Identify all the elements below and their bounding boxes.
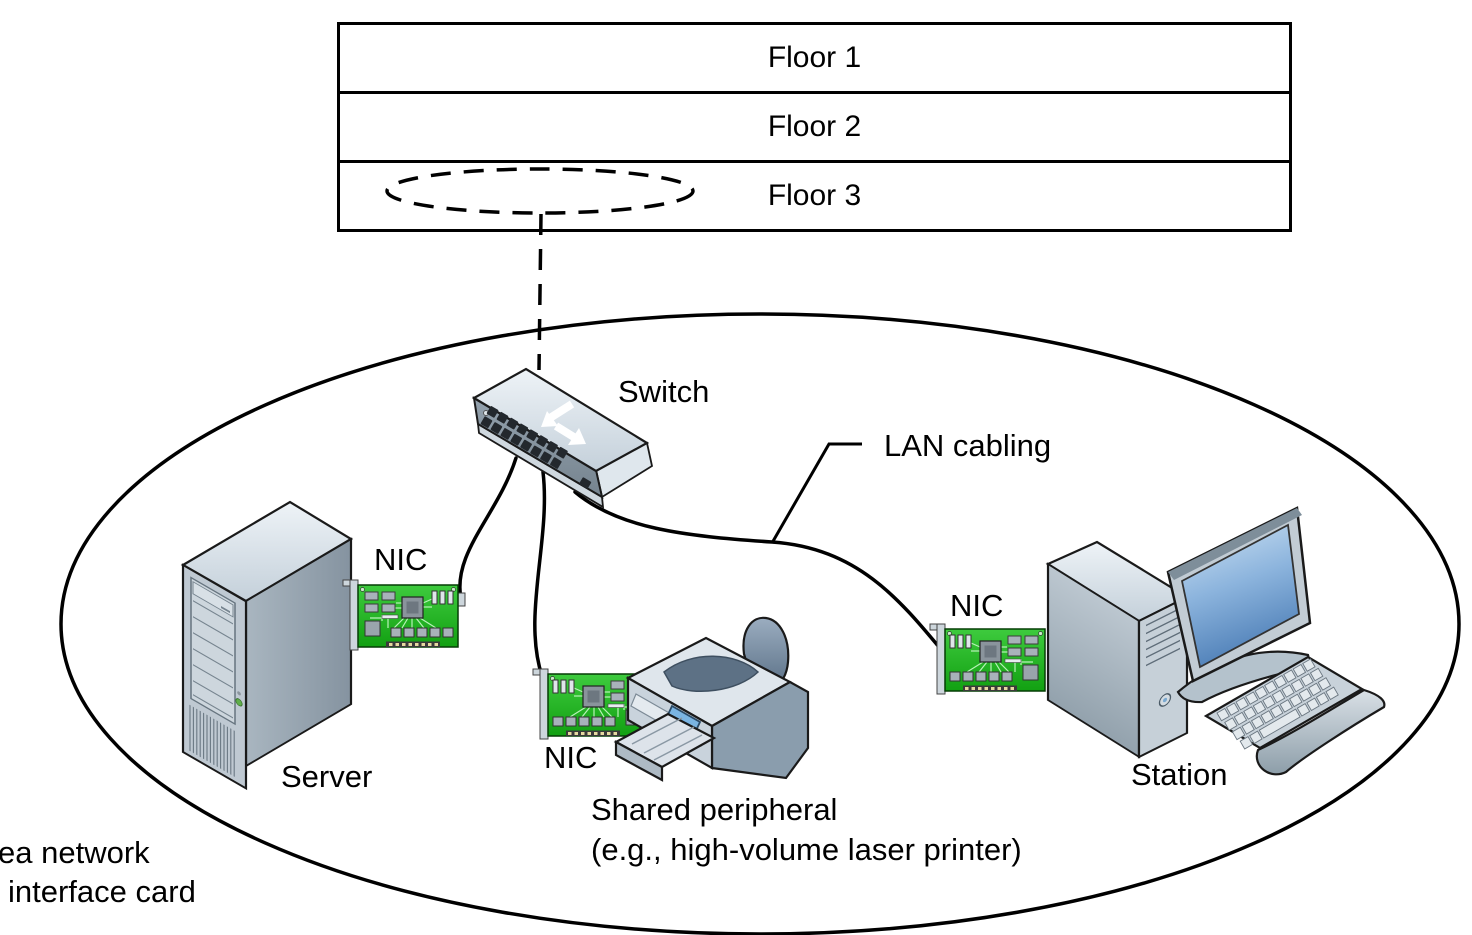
- switch-arrows-icon: [541, 400, 586, 445]
- monitor-screen: [1180, 523, 1300, 669]
- keyboard-illustration: [1203, 655, 1386, 776]
- lan-boundary-ellipse: [59, 312, 1461, 935]
- switch-illustration: [471, 367, 654, 509]
- floor-1-row: Floor 1: [340, 25, 1289, 94]
- legend-line1: ea network: [0, 835, 150, 870]
- station-nic-card: [929, 623, 1046, 695]
- server-label: Server: [281, 759, 373, 794]
- station-tower-illustration: [1045, 540, 1190, 759]
- floor-2-row: Floor 2: [340, 94, 1289, 163]
- monitor-illustration: [1166, 506, 1312, 704]
- peripheral-label-line1: Shared peripheral: [591, 792, 838, 827]
- lan-cabling-callout-line: [770, 442, 862, 544]
- peripheral-nic-label: NIC: [544, 740, 598, 775]
- printer-illustration: [613, 616, 810, 782]
- floor-1-label: Floor 1: [767, 41, 862, 74]
- station-label: Station: [1131, 757, 1228, 792]
- floor-3-row: Floor 3: [340, 163, 1289, 229]
- floor-2-label: Floor 2: [767, 110, 862, 143]
- legend-line2: interface card: [8, 874, 196, 909]
- switch-label: Switch: [618, 374, 710, 409]
- lan-cabling-label: LAN cabling: [884, 428, 1052, 463]
- peripheral-label: Shared peripheral (e.g., high-volume las…: [591, 790, 1022, 870]
- server-illustration: [180, 500, 354, 791]
- uplink-dashed-line: [537, 213, 543, 371]
- cable-switch-to-server: [458, 456, 518, 601]
- server-nic-label: NIC: [374, 542, 428, 577]
- peripheral-label-line2: (e.g., high-volume laser printer): [591, 832, 1022, 867]
- cable-switch-to-printer: [533, 470, 547, 678]
- floor-3-label: Floor 3: [767, 179, 862, 212]
- server-nic-card: [342, 579, 466, 651]
- station-nic-label: NIC: [950, 588, 1004, 623]
- floor3-lan-marker: [385, 167, 695, 371]
- building-floors-table: Floor 1 Floor 2 Floor 3: [337, 22, 1292, 232]
